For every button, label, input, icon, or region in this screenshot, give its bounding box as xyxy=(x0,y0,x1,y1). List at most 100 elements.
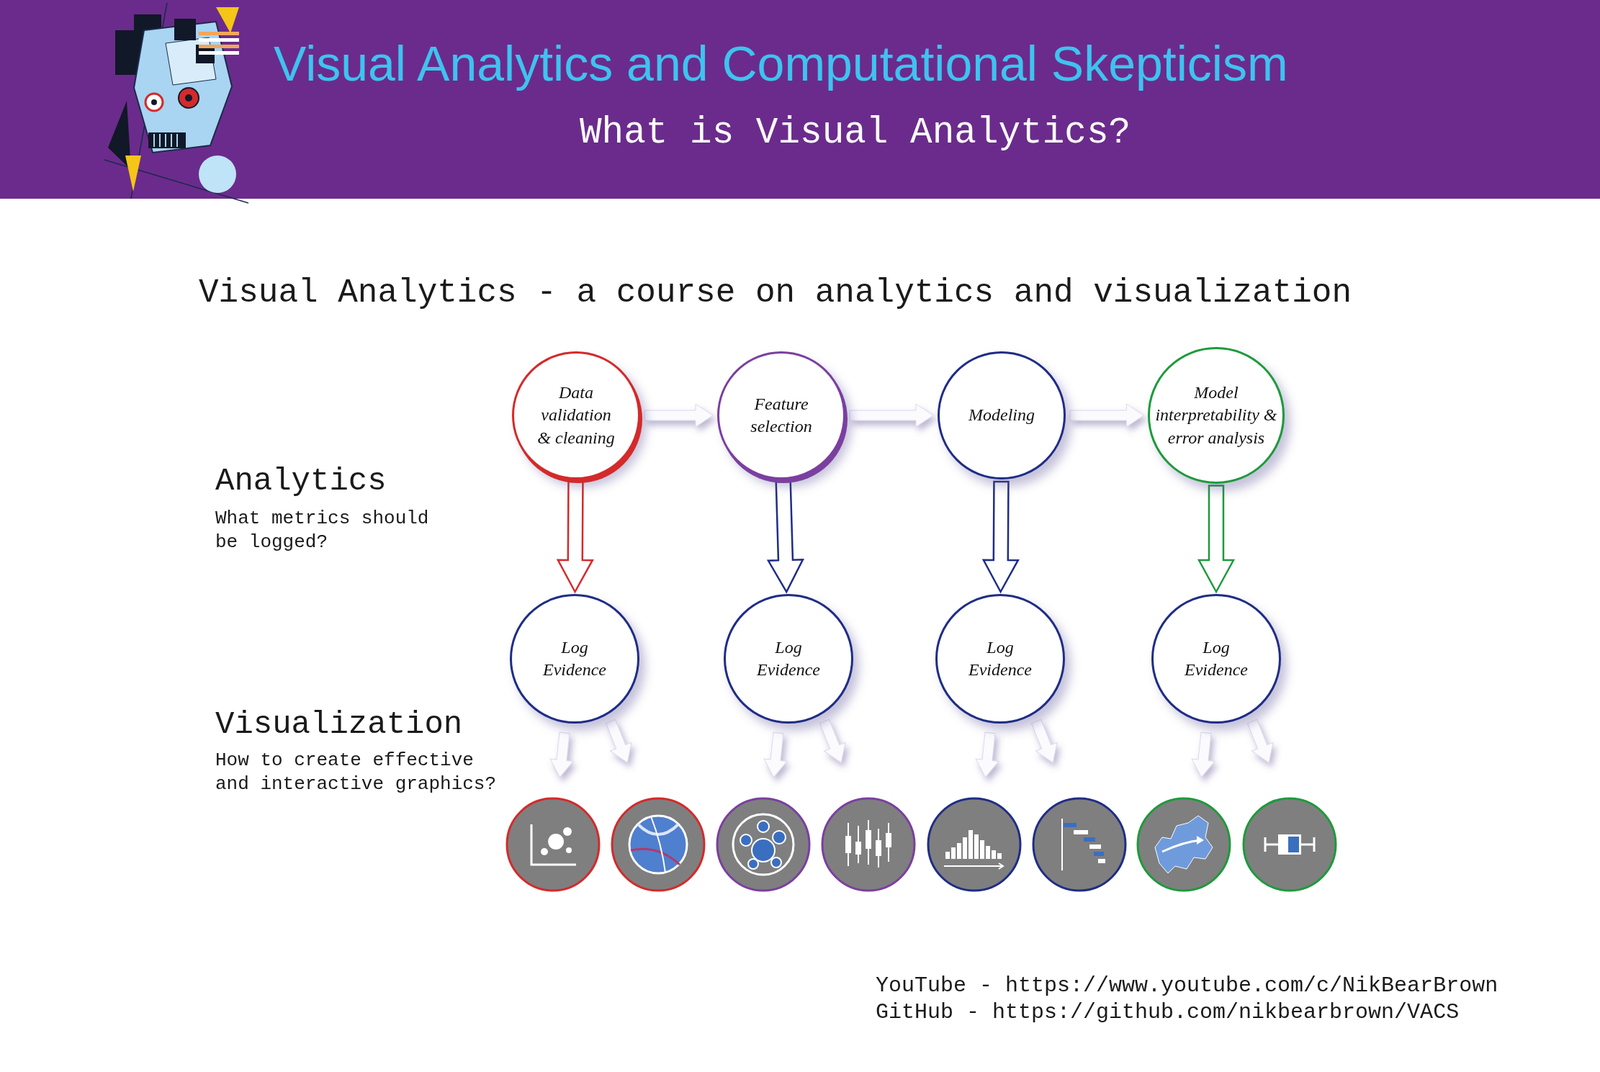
page-title: Visual Analytics and Computational Skept… xyxy=(273,33,1289,93)
process-circle: Model interpretability & error analysis xyxy=(1147,347,1284,484)
histogram-icon-part xyxy=(956,843,962,860)
robot-illustration-part xyxy=(174,18,196,41)
gantt-icon-part xyxy=(1063,823,1077,828)
scatter-icon-part xyxy=(506,798,600,891)
chord-icon-part xyxy=(637,824,679,835)
subtitle: What is Visual Analytics? xyxy=(579,110,1131,155)
candlestick-icon-part xyxy=(822,798,915,891)
chart-icons xyxy=(506,798,1336,891)
histogram-icon-part xyxy=(962,837,968,860)
robot-illustration-part-part xyxy=(198,38,240,42)
node-text: Log Evidence xyxy=(959,636,1041,682)
map-icon xyxy=(1137,798,1230,891)
gantt-icon-part xyxy=(1089,844,1101,849)
flow-arrow xyxy=(1070,403,1144,428)
robot-illustration-part xyxy=(185,94,193,102)
histogram-icon-part xyxy=(928,798,1021,891)
gantt-icon-part xyxy=(1061,818,1063,871)
candlestick-icon-part xyxy=(855,841,862,855)
log-circle: Log Evidence xyxy=(1151,594,1282,724)
section-heading: Visual Analytics - a course on analytics… xyxy=(198,273,1352,314)
row-heading: Visualization xyxy=(215,705,463,744)
process-circle: Data validation & cleaning xyxy=(511,351,641,480)
log-circle: Log Evidence xyxy=(509,594,640,724)
histogram-icon-part xyxy=(968,830,973,860)
node-text: Model interpretability & error analysis xyxy=(1154,381,1278,450)
bubble-icon-part xyxy=(771,857,782,868)
log-arrow xyxy=(1198,486,1234,592)
row-note: How to create effective and interactive … xyxy=(215,748,504,797)
flow-arrow xyxy=(644,403,713,428)
robot-illustration-part xyxy=(198,155,237,193)
candlestick-icon-part xyxy=(885,833,892,848)
scatter-icon-part xyxy=(563,827,572,837)
scatter-icon-part xyxy=(531,824,577,865)
row-heading: Analytics xyxy=(215,462,387,501)
candlestick-icon-part xyxy=(845,836,852,854)
robot-illustration-part xyxy=(125,155,142,192)
histogram-icon-part xyxy=(997,853,1002,860)
white-arrows xyxy=(548,717,1280,779)
robot-illustration-part-part xyxy=(198,51,240,55)
map-icon-part xyxy=(1137,798,1230,891)
bubble-icon-part xyxy=(740,834,752,847)
candlestick-icon-part xyxy=(848,820,889,868)
chord-icon xyxy=(612,798,705,891)
boxplot-icon-part xyxy=(1265,837,1315,852)
bubble-icon-part xyxy=(757,820,770,833)
footer-link: GitHub - https://github.com/nikbearbrown… xyxy=(875,999,1459,1026)
histogram-icon-part xyxy=(944,863,1004,870)
robot-illustration-part xyxy=(151,99,157,106)
map-icon-part xyxy=(1196,836,1204,845)
boxplot-icon xyxy=(1243,798,1336,891)
process-circle: Modeling xyxy=(937,351,1066,480)
header-bar xyxy=(0,0,1600,199)
boxplot-icon-part xyxy=(1278,834,1302,855)
flow-arrow xyxy=(849,403,934,428)
footer-link: YouTube - https://www.youtube.com/c/NikB… xyxy=(875,972,1498,999)
node-text: Data validation & cleaning xyxy=(535,381,617,450)
histogram-icon-part xyxy=(945,851,950,860)
node-text: Log Evidence xyxy=(1175,636,1257,682)
robot-illustration-part xyxy=(145,93,163,111)
bubble-icon-part xyxy=(751,838,775,862)
robot-illustration-part xyxy=(154,133,178,147)
robot-illustration-part xyxy=(148,132,186,149)
log-arrow xyxy=(983,481,1019,592)
gantt-icon-part xyxy=(1073,830,1089,835)
robot-illustration xyxy=(104,2,249,204)
white-arrows-part xyxy=(974,731,1002,779)
bubble-icon-part xyxy=(733,814,794,875)
chord-icon-part xyxy=(612,798,705,891)
bubble-icon-part xyxy=(772,830,786,844)
log-arrow xyxy=(768,481,803,592)
gantt-icon-part xyxy=(1083,837,1096,842)
histogram-icon-part xyxy=(980,840,985,860)
process-circle: Feature selection xyxy=(717,351,846,480)
chord-icon-part xyxy=(650,816,666,873)
histogram-icon-part xyxy=(974,834,979,860)
histogram-icon-part xyxy=(985,846,991,860)
gantt-icon xyxy=(1033,798,1126,891)
robot-illustration-part xyxy=(216,7,240,34)
boxplot-icon-part xyxy=(1288,836,1300,853)
white-arrows-part xyxy=(762,731,790,779)
chord-icon-part xyxy=(629,815,687,874)
candlestick-icon xyxy=(822,798,915,891)
node-text: Log Evidence xyxy=(534,636,615,682)
bubble-icon xyxy=(717,798,810,891)
robot-illustration-part xyxy=(198,31,240,55)
histogram-icon-part xyxy=(991,850,996,860)
scatter-icon-part xyxy=(540,848,548,856)
gantt-icon-part xyxy=(1098,859,1106,864)
scatter-icon xyxy=(506,798,600,891)
chord-icon-part xyxy=(630,848,680,865)
histogram-icon xyxy=(928,798,1021,891)
candlestick-icon-part xyxy=(875,840,882,857)
histogram-icon-part xyxy=(951,847,956,860)
gantt-icon-part xyxy=(1033,798,1126,891)
white-arrows-part xyxy=(1190,731,1218,779)
gantt-icon-part xyxy=(1093,851,1104,857)
white-arrows-part xyxy=(548,731,577,779)
robot-illustration-part xyxy=(178,87,199,109)
